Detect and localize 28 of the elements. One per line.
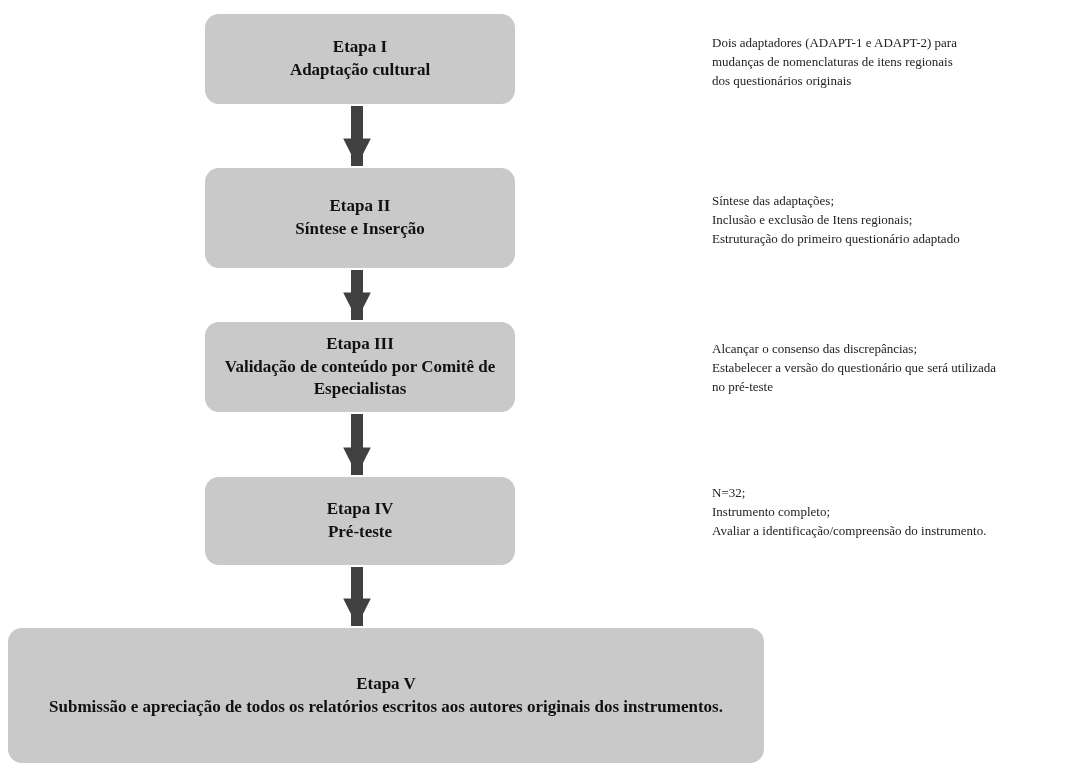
step-title: Etapa IV [326, 498, 394, 521]
step-note: Avaliar a identificação/compreensão do instrumento. [712, 521, 988, 540]
step-title: Etapa V [356, 672, 416, 695]
step-text: Adaptação cultural [289, 59, 431, 81]
step-note: Alcançar o consenso das discrepâncias; [712, 340, 919, 358]
process-box [205, 14, 515, 104]
arrow [343, 567, 371, 626]
process-box [205, 477, 515, 565]
step-title: Etapa I [332, 36, 388, 59]
step-title: Etapa III [326, 332, 394, 355]
step-note: Estruturação do primeiro questionário adaptado [712, 229, 961, 248]
step-note: Inclusão e exclusão de Itens regionais; [712, 210, 914, 229]
step-note: Estabelecer a versão do questionário que será utilizada no pré-teste [712, 358, 998, 396]
arrow [343, 270, 371, 320]
arrow [343, 414, 371, 475]
note-text: Dois adaptadores (ADAPT-1 e ADAPT-2) para mudanças de nomenclaturas de itens regionais dos questionários originais [712, 34, 958, 90]
step-text: Validação de conteúdo por Comitê de Especialistas [223, 355, 497, 401]
step-note: Síntese das adaptações; [712, 192, 835, 210]
step-note: N=32; [712, 484, 747, 502]
arrow [343, 106, 371, 166]
step-text: Pré-teste [327, 521, 393, 543]
step-text: Síntese e Inserção [295, 218, 425, 240]
process-box [205, 322, 515, 412]
process-box [205, 168, 515, 268]
step-text: Submissão e apreciação de todos os relatórios escritos aos autores originais dos instrumentos. [49, 695, 723, 718]
process-box [8, 628, 764, 763]
step-title: Etapa II [329, 195, 391, 218]
step-note: Instrumento completo; [712, 502, 832, 521]
